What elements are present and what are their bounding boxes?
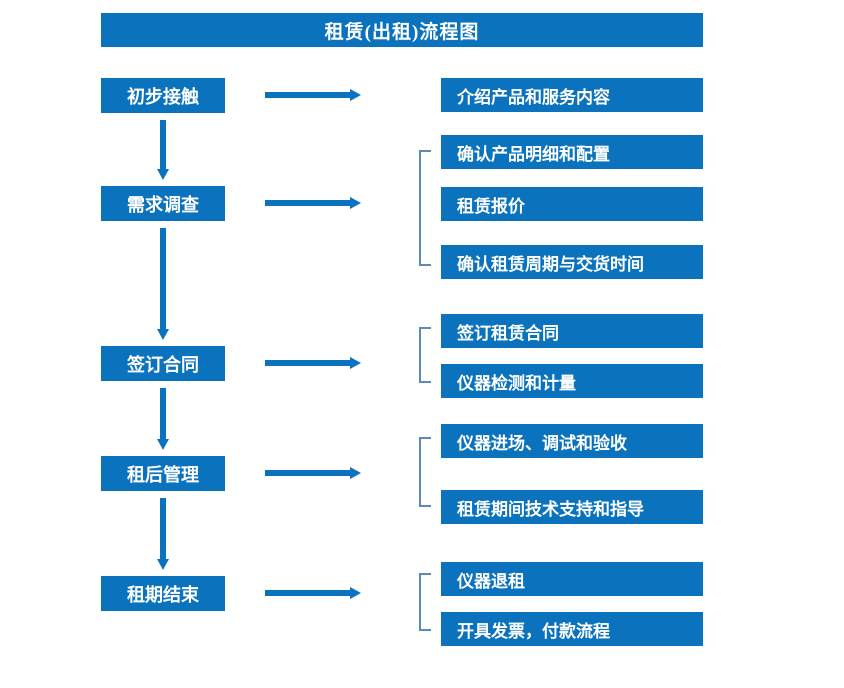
arrow-right-icon-4 xyxy=(265,467,361,479)
bracket-icon-3 xyxy=(419,327,431,383)
arrow-shaft xyxy=(160,228,166,329)
arrow-down-icon-3 xyxy=(157,388,169,450)
arrow-down-icon-2 xyxy=(157,228,169,340)
arrow-head xyxy=(350,587,361,599)
bracket-icon-4 xyxy=(419,437,431,507)
stage-node-2[interactable]: 需求调查 xyxy=(101,186,225,221)
arrow-shaft xyxy=(265,200,350,206)
arrow-down-icon-4 xyxy=(157,498,169,570)
detail-node-5-1[interactable]: 仪器退租 xyxy=(441,562,703,596)
arrow-shaft xyxy=(265,470,350,476)
arrow-head xyxy=(157,439,169,450)
arrow-right-icon-3 xyxy=(265,357,361,369)
arrow-head xyxy=(350,357,361,369)
arrow-shaft xyxy=(265,590,350,596)
arrow-right-icon-1 xyxy=(265,89,361,101)
arrow-down-icon-1 xyxy=(157,120,169,180)
stage-node-4[interactable]: 租后管理 xyxy=(101,456,225,491)
arrow-head xyxy=(157,329,169,340)
detail-node-4-2[interactable]: 租赁期间技术支持和指导 xyxy=(441,490,703,524)
arrow-head xyxy=(350,197,361,209)
detail-node-3-2[interactable]: 仪器检测和计量 xyxy=(441,364,703,398)
detail-node-3-1[interactable]: 签订租赁合同 xyxy=(441,314,703,348)
page-title: 租赁(出租)流程图 xyxy=(101,13,703,47)
arrow-head xyxy=(157,559,169,570)
arrow-head xyxy=(350,89,361,101)
arrow-right-icon-2 xyxy=(265,197,361,209)
stage-node-3[interactable]: 签订合同 xyxy=(101,346,225,381)
detail-node-4-1[interactable]: 仪器进场、调试和验收 xyxy=(441,424,703,458)
arrow-shaft xyxy=(265,92,350,98)
detail-node-2-3[interactable]: 确认租赁周期与交货时间 xyxy=(441,245,703,279)
arrow-shaft xyxy=(160,120,166,169)
stage-node-5[interactable]: 租期结束 xyxy=(101,576,225,611)
bracket-icon-2 xyxy=(419,150,431,266)
detail-node-2-1[interactable]: 确认产品明细和配置 xyxy=(441,135,703,169)
bracket-icon-5 xyxy=(419,573,431,631)
detail-node-5-2[interactable]: 开具发票，付款流程 xyxy=(441,612,703,646)
detail-node-2-2[interactable]: 租赁报价 xyxy=(441,187,703,221)
arrow-shaft xyxy=(265,360,350,366)
detail-node-1-1[interactable]: 介绍产品和服务内容 xyxy=(441,78,703,112)
arrow-right-icon-5 xyxy=(265,587,361,599)
arrow-head xyxy=(157,169,169,180)
arrow-shaft xyxy=(160,388,166,439)
arrow-head xyxy=(350,467,361,479)
arrow-shaft xyxy=(160,498,166,559)
stage-node-1[interactable]: 初步接触 xyxy=(101,78,225,113)
